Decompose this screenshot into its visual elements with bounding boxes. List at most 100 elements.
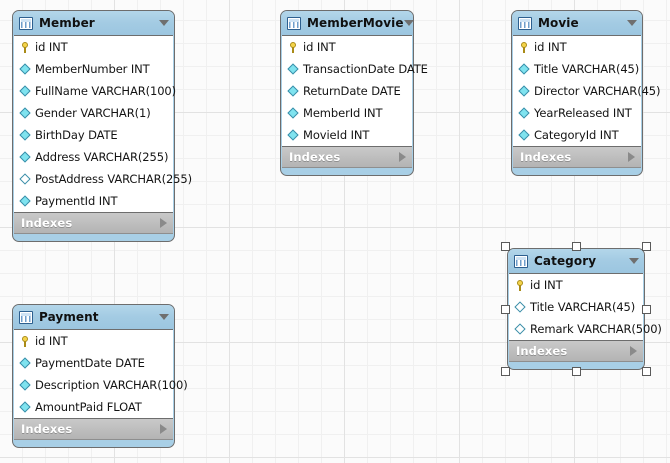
column-label: MemberNumber INT	[35, 62, 150, 76]
column-row[interactable]: PostAddress VARCHAR(255)	[14, 168, 192, 190]
column-notnull-icon	[19, 401, 32, 414]
column-row[interactable]: Gender VARCHAR(1)	[14, 102, 173, 124]
column-label: Remark VARCHAR(500)	[530, 322, 662, 336]
table-title: Payment	[39, 310, 99, 324]
column-row[interactable]: PaymentId INT	[14, 190, 173, 212]
column-notnull-icon	[19, 151, 32, 164]
column-row[interactable]: PaymentDate DATE	[14, 352, 173, 374]
column-label: Title VARCHAR(45)	[530, 300, 636, 314]
table-header[interactable]: Member	[13, 11, 174, 35]
column-row[interactable]: id INT	[282, 36, 412, 58]
chevron-right-icon[interactable]	[160, 218, 167, 228]
table-icon	[514, 254, 528, 268]
column-notnull-icon	[287, 85, 300, 98]
indexes-section[interactable]: Indexes	[14, 213, 173, 234]
table-icon	[19, 310, 33, 324]
table-title: Member	[39, 16, 95, 30]
entity-table-category[interactable]: Category id INT Title VARCHAR(45) Remark VA…	[507, 248, 662, 370]
primary-key-icon	[19, 335, 32, 348]
column-label: CategoryId INT	[534, 128, 619, 142]
column-label: ReturnDate DATE	[303, 84, 401, 98]
table-icon	[19, 16, 33, 30]
entity-table-membermovie[interactable]: MemberMovie id INT TransactionDate DATE Ret…	[280, 10, 428, 176]
column-label: AmountPaid FLOAT	[35, 400, 142, 414]
resize-handle-sw[interactable]	[501, 367, 510, 376]
chevron-down-icon[interactable]	[403, 20, 414, 26]
column-label: MovieId INT	[303, 128, 370, 142]
column-label: id INT	[303, 40, 336, 54]
column-label: PostAddress VARCHAR(255)	[35, 172, 192, 186]
resize-handle-ne[interactable]	[642, 242, 651, 251]
indexes-label: Indexes	[21, 216, 73, 230]
table-header[interactable]: Payment	[13, 305, 174, 329]
primary-key-icon	[514, 279, 527, 292]
column-row[interactable]: id INT	[513, 36, 641, 58]
column-label: PaymentId INT	[35, 194, 118, 208]
column-row[interactable]: id INT	[509, 274, 643, 296]
column-list: id INT Title VARCHAR(45) Director VARCHAR(…	[513, 35, 661, 147]
chevron-down-icon[interactable]	[629, 258, 639, 264]
chevron-right-icon[interactable]	[630, 346, 637, 356]
resize-handle-w[interactable]	[501, 304, 510, 314]
chevron-right-icon[interactable]	[160, 424, 167, 434]
primary-key-icon	[287, 41, 300, 54]
indexes-section[interactable]: Indexes	[513, 147, 641, 168]
table-header[interactable]: MemberMovie	[281, 11, 414, 35]
indexes-section[interactable]: Indexes	[282, 147, 412, 168]
column-row[interactable]: BirthDay DATE	[14, 124, 173, 146]
column-label: MemberId INT	[303, 106, 383, 120]
resize-handle-n[interactable]	[571, 242, 581, 251]
column-row[interactable]: id INT	[14, 36, 173, 58]
column-nullable-icon	[19, 173, 32, 186]
column-row[interactable]: Director VARCHAR(45)	[513, 80, 661, 102]
column-label: Gender VARCHAR(1)	[35, 106, 151, 120]
column-notnull-icon	[19, 379, 32, 392]
chevron-down-icon[interactable]	[159, 314, 169, 320]
table-header[interactable]: Movie	[512, 11, 642, 35]
column-row[interactable]: TransactionDate DATE	[282, 58, 428, 80]
column-row[interactable]: FullName VARCHAR(100)	[14, 80, 176, 102]
column-row[interactable]: CategoryId INT	[513, 124, 641, 146]
column-label: Title VARCHAR(45)	[534, 62, 640, 76]
resize-handle-s[interactable]	[571, 367, 581, 376]
column-row[interactable]: YearReleased INT	[513, 102, 641, 124]
table-header[interactable]: Category	[508, 249, 644, 273]
resize-handle-nw[interactable]	[501, 242, 510, 251]
entity-table-member[interactable]: Member id INT MemberNumber INT FullName VAR…	[12, 10, 192, 242]
table-title: Category	[534, 254, 597, 268]
indexes-section[interactable]: Indexes	[14, 419, 173, 440]
chevron-right-icon[interactable]	[628, 152, 635, 162]
column-label: Director VARCHAR(45)	[534, 84, 661, 98]
column-row[interactable]: ReturnDate DATE	[282, 80, 412, 102]
resize-handle-e[interactable]	[642, 304, 651, 314]
column-notnull-icon	[19, 357, 32, 370]
column-row[interactable]: Title VARCHAR(45)	[509, 296, 643, 318]
chevron-down-icon[interactable]	[159, 20, 169, 26]
resize-handle-se[interactable]	[642, 367, 651, 376]
column-row[interactable]: Address VARCHAR(255)	[14, 146, 173, 168]
column-row[interactable]: Title VARCHAR(45)	[513, 58, 641, 80]
table-icon	[287, 16, 301, 30]
column-notnull-icon	[287, 107, 300, 120]
column-row[interactable]: AmountPaid FLOAT	[14, 396, 173, 418]
column-notnull-icon	[19, 63, 32, 76]
column-row[interactable]: MovieId INT	[282, 124, 412, 146]
indexes-label: Indexes	[289, 150, 341, 164]
column-row[interactable]: Remark VARCHAR(500)	[509, 318, 662, 340]
column-label: TransactionDate DATE	[303, 62, 428, 76]
column-row[interactable]: Description VARCHAR(100)	[14, 374, 188, 396]
column-row[interactable]: MemberId INT	[282, 102, 412, 124]
indexes-section[interactable]: Indexes	[509, 341, 643, 362]
chevron-down-icon[interactable]	[627, 20, 637, 26]
column-list: id INT Title VARCHAR(45) Remark VARCHAR(50…	[509, 273, 662, 341]
column-label: YearReleased INT	[534, 106, 632, 120]
column-notnull-icon	[287, 129, 300, 142]
column-row[interactable]: MemberNumber INT	[14, 58, 173, 80]
column-row[interactable]: id INT	[14, 330, 173, 352]
column-label: BirthDay DATE	[35, 128, 118, 142]
chevron-right-icon[interactable]	[399, 152, 406, 162]
column-notnull-icon	[19, 129, 32, 142]
